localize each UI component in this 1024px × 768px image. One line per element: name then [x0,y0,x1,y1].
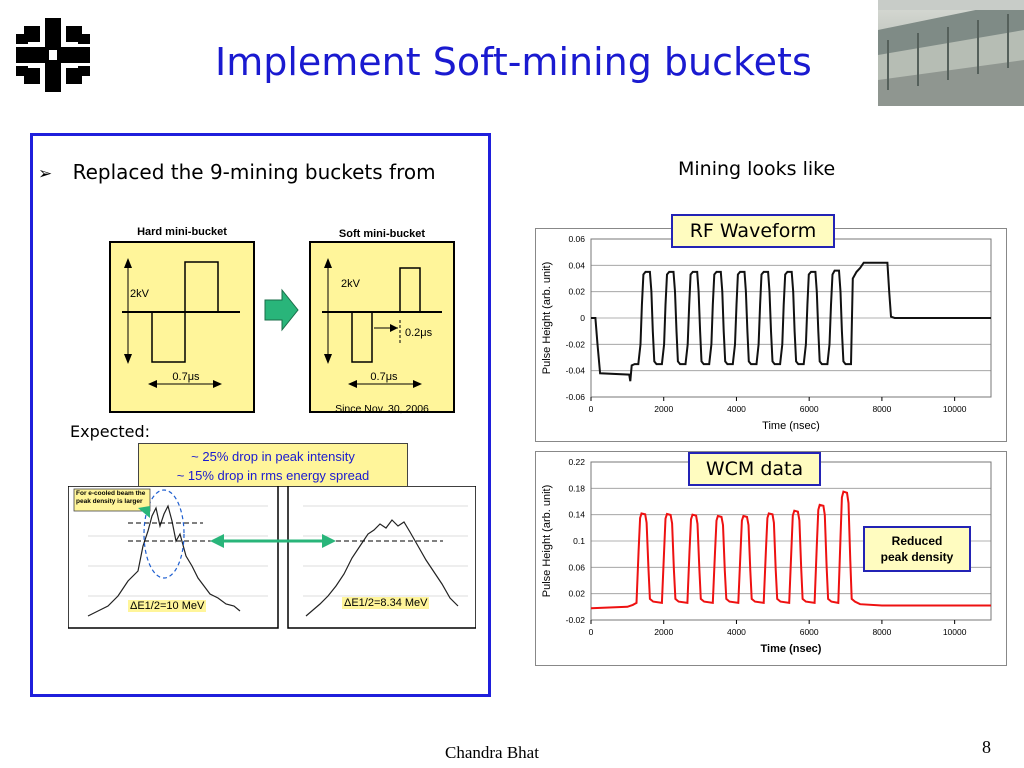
x-tick-label: 10000 [943,627,967,637]
ecooled-annotation: For e-cooled beam the peak density is la… [76,490,146,505]
reduced-line-1: Reduced [891,534,943,548]
y-tick-label: -0.02 [566,339,586,349]
hard-bucket-width: 0.7μs [172,371,200,383]
y-tick-label: -0.04 [566,366,586,376]
soft-bucket-box [309,241,455,413]
y-tick-label: 0 [580,313,585,323]
y-tick-label: 0.1 [573,536,585,546]
y-tick-label: -0.02 [566,615,586,625]
arrow-bullet-icon: ➢ [38,164,53,184]
hard-bucket-voltage: 2kV [130,288,150,300]
bullet-text: Replaced the 9-mining buckets from [72,160,436,184]
y-axis-label: Pulse Height (arb. unit) [541,262,553,375]
energy-histograms [68,486,476,629]
author-footer: Chandra Bhat [445,743,539,762]
x-tick-label: 0 [589,627,594,637]
x-tick-label: 10000 [943,404,967,414]
mining-heading: Mining looks like [678,158,836,180]
transition-arrow-icon [264,288,299,332]
compare-arrow-left-icon [210,534,224,548]
energy-spread-left: ΔE1/2=10 MeV [128,600,207,612]
wcm-data-label: WCM data [688,452,821,486]
y-tick-label: 0.06 [568,234,585,244]
soft-bucket-width: 0.7μs [370,371,398,383]
y-tick-label: 0.14 [568,510,585,520]
y-axis-label: Pulse Height (arb. unit) [541,485,553,598]
y-tick-label: 0.04 [568,260,585,270]
hard-bucket-title: Hard mini-bucket [137,226,227,238]
accelerator-tunnel-photo [878,0,1024,106]
soft-bucket-title: Soft mini-bucket [339,228,426,240]
expected-summary-box: ~ 25% drop in peak intensity ~ 15% drop … [138,443,408,487]
x-tick-label: 6000 [800,404,819,414]
reduced-line-2: peak density [880,550,954,564]
soft-bucket-voltage: 2kV [341,278,361,290]
rf-waveform-line [591,261,991,382]
x-axis-label: Time (nsec) [761,643,822,655]
expected-label: Expected: [70,422,151,441]
x-tick-label: 2000 [654,627,673,637]
compare-arrow-right-icon [322,534,336,548]
energy-spread-right: ΔE1/2=8.34 MeV [342,597,430,609]
x-axis-label: Time (nsec) [762,420,820,432]
rf-waveform-label: RF Waveform [671,214,835,248]
expected-line-2: ~ 15% drop in rms energy spread [176,468,370,483]
slide-title: Implement Soft-mining buckets [215,40,812,84]
bucket-diagram: Hard mini-bucket 2kV 0.7μs Soft mini-buc… [109,226,455,415]
fermilab-logo [12,14,94,96]
x-tick-label: 6000 [800,627,819,637]
y-tick-label: 0.06 [568,562,585,572]
x-tick-label: 8000 [872,404,891,414]
wcm-data-line [590,490,991,610]
soft-bucket-gap: 0.2μs [405,327,433,339]
x-tick-label: 4000 [727,627,746,637]
x-tick-label: 2000 [654,404,673,414]
soft-bucket-note: Since Nov. 30, 2006 [335,403,429,415]
page-number: 8 [982,737,991,757]
bullet-item: ➢ Replaced the 9-mining buckets from [38,160,436,184]
expected-line-1: ~ 25% drop in peak intensity [191,449,355,464]
y-tick-label: -0.06 [566,392,586,402]
x-tick-label: 0 [589,404,594,414]
expected-results-panel [30,133,491,697]
y-tick-label: 0.22 [568,457,585,467]
y-tick-label: 0.02 [568,589,585,599]
y-tick-label: 0.02 [568,287,585,297]
reduced-peak-density-label: Reduced peak density [863,526,971,572]
x-tick-label: 8000 [872,627,891,637]
y-tick-label: 0.18 [568,483,585,493]
x-tick-label: 4000 [727,404,746,414]
